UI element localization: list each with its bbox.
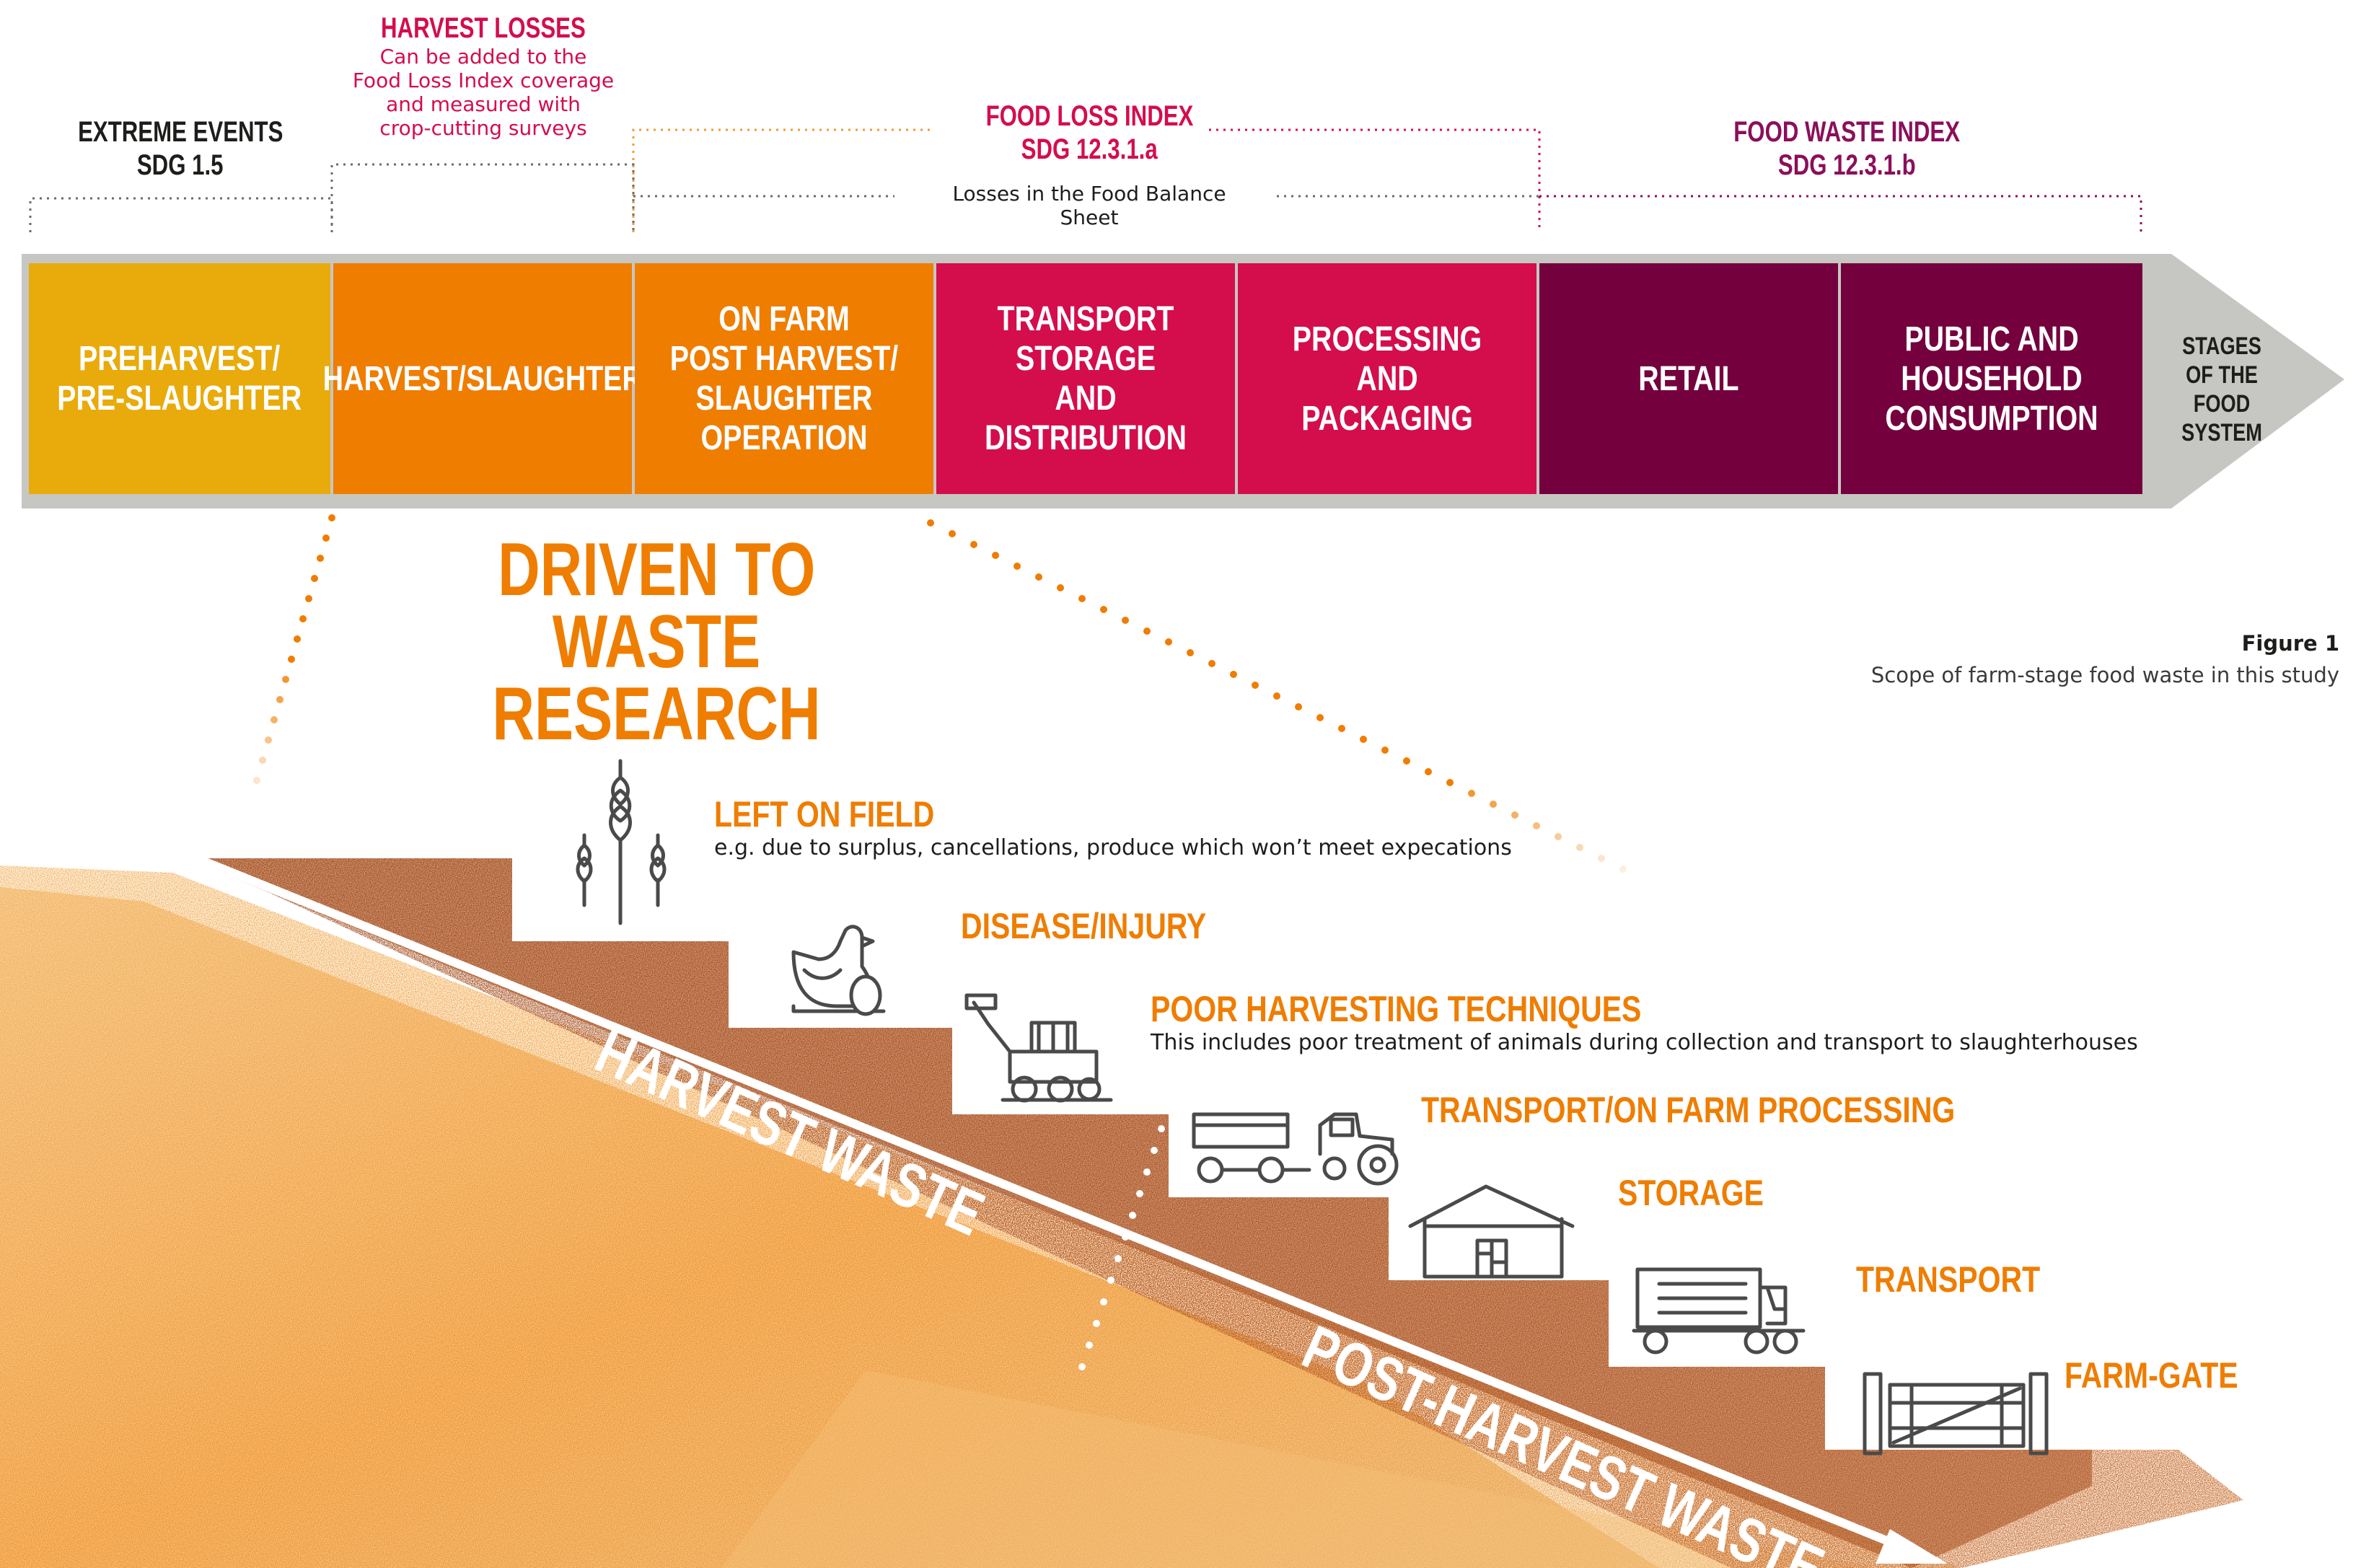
stage-on-farm-post-harvest: ON FARM POST HARVEST/ SLAUGHTER OPERATIO… xyxy=(635,263,933,494)
step-desc: e.g. due to surplus, cancellations, prod… xyxy=(714,835,1512,860)
step-left-on-field: LEFT ON FIELD e.g. due to surplus, cance… xyxy=(714,793,1512,860)
truck-icon xyxy=(1632,1267,1806,1355)
stage-preharvest: PREHARVEST/ PRE-SLAUGHTER xyxy=(29,263,330,494)
stage-transport-storage: TRANSPORT STORAGE AND DISTRIBUTION xyxy=(936,263,1235,494)
tractor-trailer-icon xyxy=(1192,1112,1399,1186)
step-title: FARM-GATE xyxy=(2065,1355,2238,1396)
step-title: TRANSPORT xyxy=(1856,1259,2041,1300)
wheat-icon xyxy=(576,759,667,925)
figure-caption: Figure 1 Scope of farm-stage food waste … xyxy=(1870,631,2339,687)
step-storage: STORAGE xyxy=(1618,1172,1795,1214)
stage-harvest: HARVEST/SLAUGHTER xyxy=(322,263,643,494)
step-poor-harvesting: POOR HARVESTING TECHNIQUES This includes… xyxy=(1151,988,2138,1055)
harvest-losses-label: HARVEST LOSSES Can be added to the Food … xyxy=(352,12,615,140)
stage-consumption: PUBLIC AND HOUSEHOLD CONSUMPTION xyxy=(1841,263,2142,494)
balance-sheet-label: Losses in the Food Balance Sheet xyxy=(952,182,1226,229)
food-loss-index-label: FOOD LOSS INDEX SDG 12.3.1.a xyxy=(985,100,1193,165)
stages-arrow-label: STAGES OF THE FOOD SYSTEM xyxy=(2181,332,2262,446)
extreme-events-label: EXTREME EVENTS SDG 1.5 xyxy=(77,116,283,181)
step-transport-on-farm-processing: TRANSPORT/ON FARM PROCESSING xyxy=(1421,1089,2072,1131)
header-brackets xyxy=(29,128,2142,232)
step-farm-gate: FARM-GATE xyxy=(2065,1355,2276,1396)
step-transport: TRANSPORT xyxy=(1856,1259,2080,1300)
gate-icon xyxy=(1863,1372,2049,1455)
harvester-icon xyxy=(964,993,1113,1103)
barn-icon xyxy=(1408,1184,1575,1279)
driven-to-waste-title: DRIVEN TO WASTE RESEARCH xyxy=(492,528,821,756)
step-title: TRANSPORT/ON FARM PROCESSING xyxy=(1421,1090,1956,1130)
step-title: POOR HARVESTING TECHNIQUES xyxy=(1151,989,1642,1029)
food-waste-index-label: FOOD WASTE INDEX SDG 12.3.1.b xyxy=(1733,116,1960,181)
stage-retail: RETAIL xyxy=(1539,263,1838,494)
hen-egg-icon xyxy=(791,925,886,1016)
stage-processing: PROCESSING AND PACKAGING xyxy=(1238,263,1536,494)
step-disease-injury: DISEASE/INJURY xyxy=(961,905,1260,947)
step-title: DISEASE/INJURY xyxy=(961,906,1207,946)
staircase-graphic: HARVEST WASTE POST-HARVEST WASTE xyxy=(0,514,2243,1568)
step-desc: This includes poor treatment of animals … xyxy=(1151,1030,2138,1055)
step-title: STORAGE xyxy=(1618,1173,1764,1213)
step-title: LEFT ON FIELD xyxy=(714,794,935,834)
